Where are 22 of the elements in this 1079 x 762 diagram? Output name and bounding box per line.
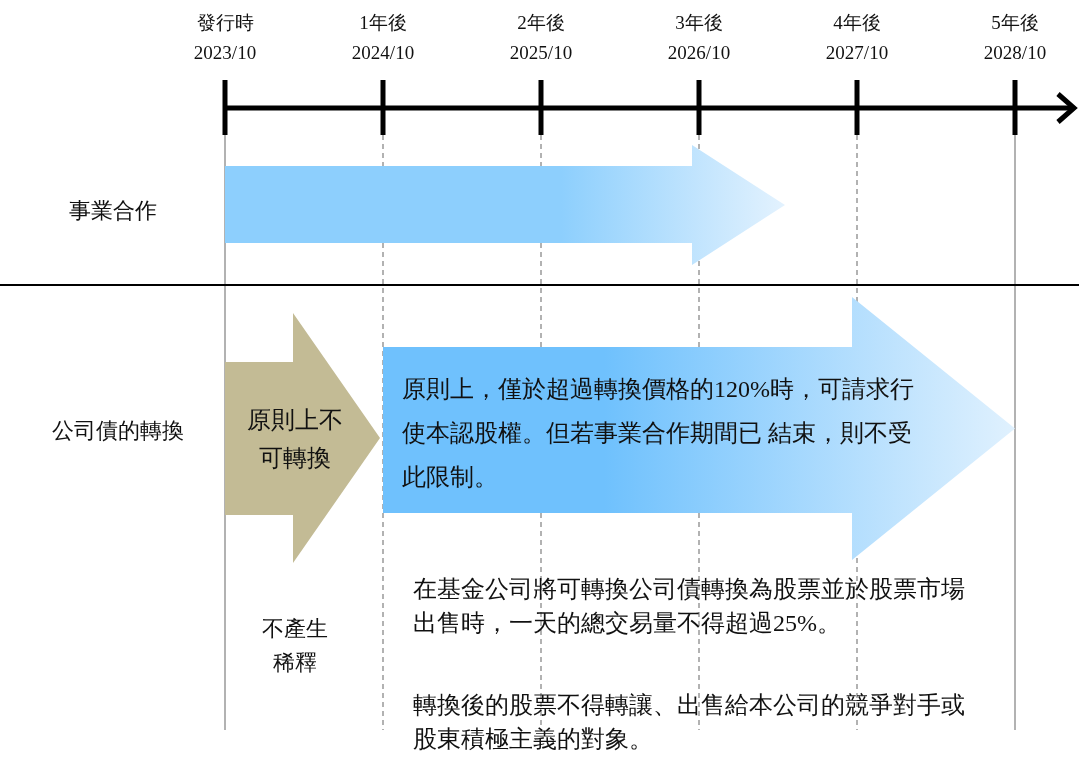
date-label: 2028/10 — [982, 41, 1048, 65]
note-text: 在基金公司將可轉換公司債轉換為股票並於股票市場出售時，一天的總交易量不得超過25%。 — [413, 575, 966, 638]
date-label: 2023/10 — [192, 41, 258, 65]
period-band — [383, 297, 1015, 560]
date-label: 2026/10 — [666, 41, 732, 65]
date-label: 2025/10 — [508, 41, 574, 65]
tick-label: 5年後 — [990, 11, 1040, 35]
period-band — [225, 145, 785, 265]
period-band — [225, 313, 380, 563]
date-label: 2027/10 — [824, 41, 890, 65]
tick-label: 4年後 — [832, 11, 882, 35]
tick-label: 2年後 — [516, 11, 566, 35]
row-label: 公司債的轉換 — [51, 417, 185, 445]
note-text: 轉換後的股票不得轉讓、出售給本公司的競爭對手或股東積極主義的對象。 — [413, 691, 966, 754]
date-label: 2024/10 — [350, 41, 416, 65]
note-text: 不產生稀釋 — [261, 615, 329, 677]
tick-label: 1年後 — [358, 11, 408, 35]
band-text: 原則上不可轉換 — [246, 405, 344, 474]
row-label: 事業合作 — [68, 197, 158, 225]
band-text: 原則上，僅於超過轉換價格的120%時，可請求行使本認股權。但若事業合作期間已 結束，則不受此限制。 — [402, 375, 915, 492]
tick-label: 3年後 — [674, 11, 724, 35]
tick-label: 發行時 — [195, 11, 255, 35]
